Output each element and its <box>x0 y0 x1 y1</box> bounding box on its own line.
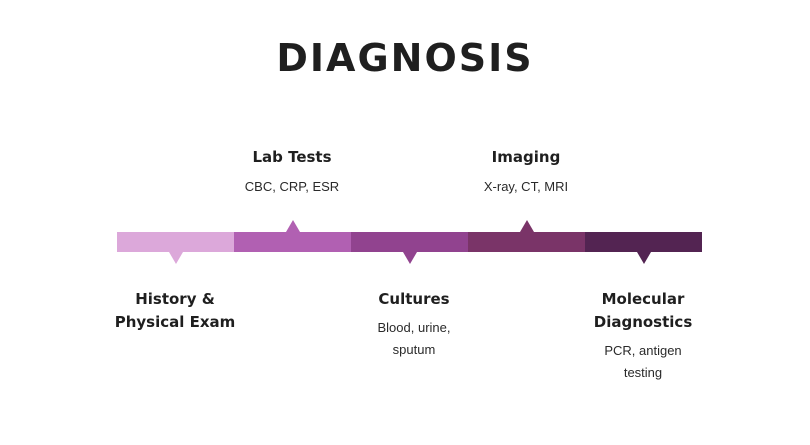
timeline-segment-history <box>117 232 234 264</box>
timeline-segment-cultures <box>351 232 468 264</box>
timeline-marker <box>519 220 534 232</box>
stage-detail: Blood, urine, sputum <box>377 320 451 357</box>
stage-label-molecular: Molecular Diagnostics PCR, antigen testi… <box>558 288 728 384</box>
timeline-segment-imaging <box>468 220 585 252</box>
stage-heading: Lab Tests <box>252 148 332 166</box>
stage-heading: Molecular Diagnostics <box>593 290 693 331</box>
timeline-marker <box>285 220 300 232</box>
stage-label-cultures: Cultures Blood, urine, sputum <box>329 288 499 361</box>
stage-label-history: History & Physical Exam <box>90 288 260 340</box>
stage-label-lab-tests: Lab Tests CBC, CRP, ESR <box>207 146 377 198</box>
stage-label-imaging: Imaging X-ray, CT, MRI <box>441 146 611 198</box>
stage-detail: X-ray, CT, MRI <box>483 179 569 194</box>
stage-heading: Imaging <box>491 148 561 166</box>
stage-heading: History & Physical Exam <box>114 290 236 331</box>
page-title: DIAGNOSIS <box>276 36 534 80</box>
stage-detail: PCR, antigen testing <box>604 343 682 380</box>
timeline-segment-molecular <box>585 232 702 264</box>
stage-heading: Cultures <box>378 290 450 308</box>
timeline-marker <box>402 252 417 264</box>
timeline-marker <box>636 252 651 264</box>
stage-detail: CBC, CRP, ESR <box>244 179 340 194</box>
timeline-marker <box>168 252 183 264</box>
timeline-bar <box>117 220 702 264</box>
timeline-segment-lab-tests <box>234 220 351 252</box>
